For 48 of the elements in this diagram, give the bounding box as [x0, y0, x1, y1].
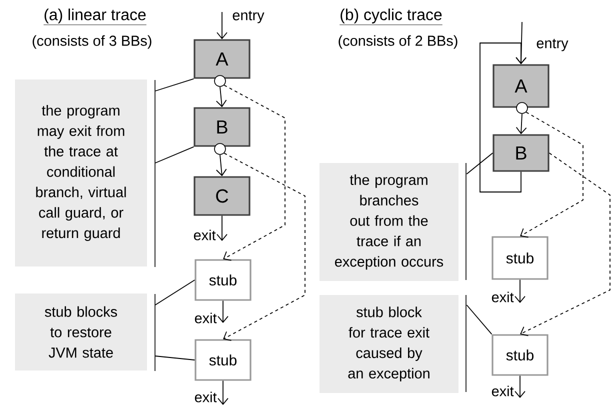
arrow [516, 22, 527, 64]
arrow [514, 375, 526, 398]
edge-label: entry [232, 10, 264, 24]
arrow [520, 112, 584, 238]
block-box: C [194, 176, 250, 216]
note-box: stub block for trace exit caused by an exception [320, 295, 458, 393]
arrow [516, 113, 527, 134]
leader-line [154, 356, 196, 360]
edge-label: exit [492, 292, 514, 302]
panel-subheading: (consists of 3 BBs) [32, 35, 152, 49]
leader-line [466, 152, 494, 174]
edge-label: exit [194, 392, 217, 402]
leader-line [154, 280, 196, 306]
edge-label: exit [194, 312, 217, 324]
exit-point-circle [214, 143, 226, 155]
arrow [514, 279, 526, 303]
stub-box: stub [492, 334, 548, 376]
arrow [216, 12, 228, 40]
arrow [216, 154, 227, 176]
block-box: A [492, 64, 550, 108]
block-box: B [194, 107, 250, 147]
panel-heading: (a) linear trace [43, 8, 147, 26]
leader-line [466, 304, 492, 335]
edge-label: entry [536, 38, 568, 52]
exit-point-circle [214, 75, 226, 87]
note-box: the program branches out from the trace if an exception occurs [320, 163, 458, 281]
block-box: A [194, 39, 250, 79]
arrow [216, 86, 227, 108]
loop-arrow [480, 42, 526, 192]
note-box: the program may exit from the trace at conditional branch, virtual call guard, or return guard [15, 80, 147, 266]
stub-box: stub [492, 236, 548, 280]
stub-box: stub [194, 339, 252, 381]
panel-subheading: (consists of 2 BBs) [338, 35, 458, 49]
stub-box: stub [194, 259, 252, 301]
arrow [520, 152, 610, 336]
panel-heading: (b) cyclic trace [339, 8, 443, 26]
arrow [223, 84, 286, 261]
edge-label: exit [492, 386, 514, 396]
arrow [218, 380, 228, 405]
arrow [223, 152, 306, 341]
arrow [218, 300, 228, 323]
leader-line [154, 146, 194, 164]
edge-label: exit [194, 230, 216, 240]
arrow [216, 215, 228, 241]
block-box: B [492, 134, 550, 172]
leader-line [154, 78, 194, 92]
note-box: stub blocks to restore JVM state [15, 294, 147, 370]
exit-point-circle [516, 102, 528, 114]
